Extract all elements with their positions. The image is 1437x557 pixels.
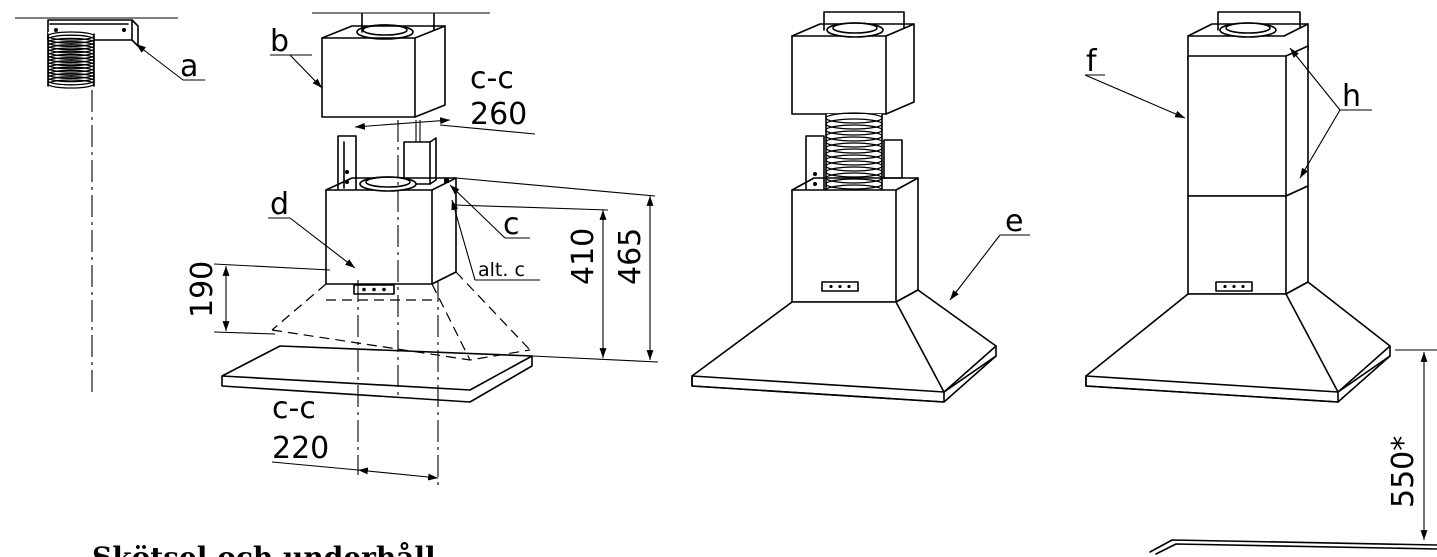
label-a: a <box>180 49 198 84</box>
hood-canopy-step4 <box>1085 281 1391 403</box>
cooktop <box>1149 539 1437 553</box>
step-2-exploded-hood: b c-c 260 d c alt. c <box>185 12 659 485</box>
label-b: b <box>270 24 289 59</box>
step-4-assembled-hood: f h 550* <box>1084 11 1437 555</box>
section-heading: Skötsel och underhåll <box>92 541 436 557</box>
label-f: f <box>1086 44 1098 79</box>
flexible-duct-coil <box>47 31 95 89</box>
hood-canopy-base <box>221 355 533 403</box>
dimension-465: 465 <box>613 228 648 285</box>
label-h: h <box>1342 79 1361 114</box>
lower-chimney <box>325 177 457 285</box>
cc-bottom-label: c-c <box>272 391 316 426</box>
lower-chimney-step4 <box>1187 185 1309 295</box>
step-1-ceiling-bracket: a <box>15 17 205 395</box>
dimension-550: 550* <box>1386 436 1421 508</box>
cc-bottom-value: 220 <box>272 431 329 466</box>
flexible-duct-extended <box>825 112 883 196</box>
dimension-410: 410 <box>566 228 601 285</box>
label-d: d <box>270 187 289 222</box>
cc-top-value: 260 <box>470 97 527 132</box>
upper-chimney-f <box>1187 45 1309 197</box>
label-alt-c: alt. c <box>478 259 525 281</box>
cc-top-label: c-c <box>470 61 514 96</box>
dimension-190: 190 <box>185 261 220 318</box>
label-c: c <box>503 207 520 242</box>
step-3-hood-with-duct: e <box>691 11 1030 403</box>
label-e: e <box>1005 204 1023 239</box>
